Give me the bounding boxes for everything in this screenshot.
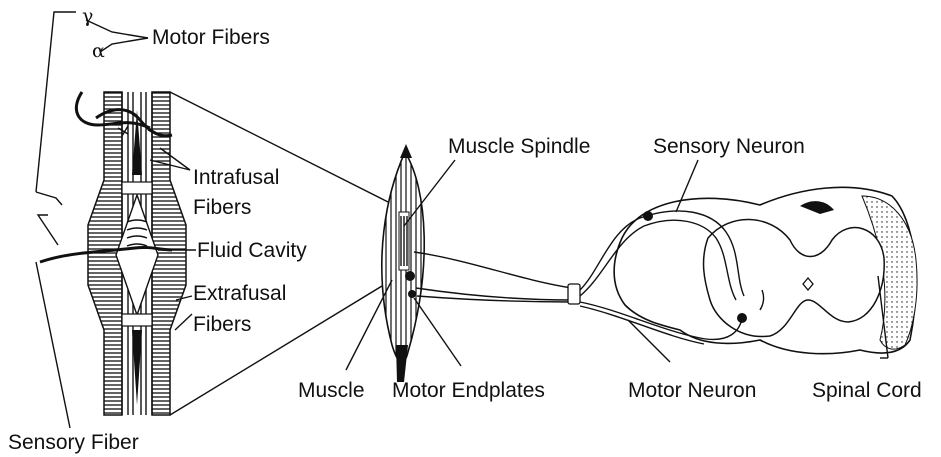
top-tendon xyxy=(400,144,412,158)
gamma-label: γ xyxy=(82,5,93,27)
extrafusal-label-line1: Extrafusal xyxy=(193,282,286,305)
motor-neuron-label: Motor Neuron xyxy=(628,379,756,402)
muscle-label: Muscle xyxy=(298,379,365,402)
extrafusal-label-line2: Fibers xyxy=(193,313,251,336)
muscle-spindle-label: Muscle Spindle xyxy=(448,135,590,158)
sensory-neuron-label: Sensory Neuron xyxy=(653,135,805,158)
motor-endplates-label: Motor Endplates xyxy=(392,379,545,402)
motor-endplate xyxy=(408,290,416,298)
nerve-bundle xyxy=(414,252,580,304)
spinal-cord-section xyxy=(580,160,917,362)
intrafusal-label-line2: Fibers xyxy=(193,196,251,219)
intrafusal-label-line1: Intrafusal xyxy=(193,166,279,189)
motor-endplate xyxy=(405,271,415,281)
motor-fibers-label: Motor Fibers xyxy=(152,26,270,49)
muscle xyxy=(346,144,461,382)
bottom-tendon xyxy=(396,345,408,382)
alpha-label: α xyxy=(92,40,105,62)
spinal-cord-label: Spinal Cord xyxy=(812,379,922,402)
enlarged-spindle xyxy=(36,12,405,428)
fluid-cavity-label: Fluid Cavity xyxy=(197,239,307,262)
sensory-fiber-label: Sensory Fiber xyxy=(8,431,139,454)
